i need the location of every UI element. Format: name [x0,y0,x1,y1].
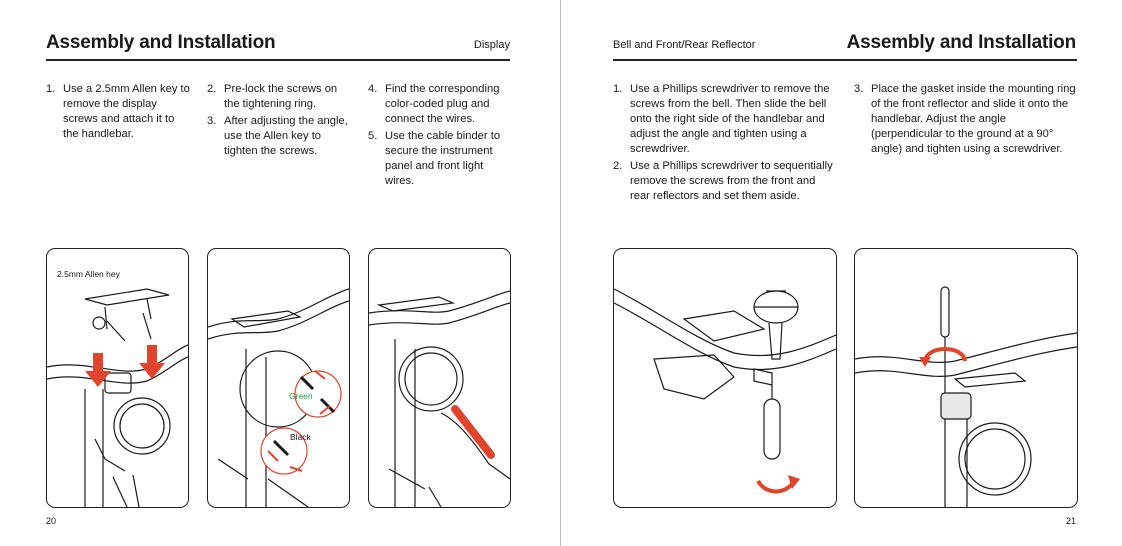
figure-plug-connection: Green Black [207,248,350,508]
step-item: 3.Place the gasket inside the mounting r… [854,83,1076,155]
step-item: 1.Use a Phillips screwdriver to remove t… [613,83,830,155]
black-wire-label: Black [290,432,311,442]
figure-cable-binder [368,248,511,508]
right-section-label: Bell and Front/Rear Reflector [613,39,756,51]
left-section-label: Display [473,39,510,51]
left-column-1: 1.Use a 2.5mm Allen key to remove the di… [46,82,192,144]
left-column-3: 4.Find the corresponding color-coded plu… [368,82,514,191]
right-page-number: 21 [1065,516,1076,526]
figure-reflector-install [854,248,1078,508]
direction-arrow-icon [314,370,331,415]
right-title-rule [613,59,1077,61]
step-item: 4.Find the corresponding color-coded plu… [368,83,500,125]
direction-arrow-icon [267,450,303,472]
left-page-title: Assembly and Installation [46,32,276,53]
step-item: 2.Pre-lock the screws on the tightening … [207,83,338,110]
allen-key-caption: 2.5mm Allen hey [57,269,120,279]
right-page: Bell and Front/Rear Reflector Assembly a… [562,0,1122,546]
left-page-number: 20 [46,516,57,526]
left-page: Assembly and Installation Display 1.Use … [0,0,560,546]
figure-display-removal: 2.5mm Allen hey [46,248,189,508]
down-arrow-icon [139,345,165,379]
page-spine [560,0,561,546]
left-column-2: 2.Pre-lock the screws on the tightening … [207,82,353,161]
right-column-2: 3.Place the gasket inside the mounting r… [854,82,1080,159]
left-title-rule [46,59,510,61]
step-item: 5.Use the cable binder to secure the ins… [368,130,501,187]
right-column-1: 1.Use a Phillips screwdriver to remove t… [613,82,833,206]
figure-bell-install [613,248,837,508]
right-page-title: Assembly and Installation [846,32,1077,53]
display-removal-illustration [47,288,188,507]
cable-wrap-icon [451,405,495,459]
step-item: 3.After adjusting the angle, use the All… [207,115,348,157]
rotate-arrow-icon [756,479,796,494]
green-wire-label: Green [289,391,313,401]
down-arrow-icon [85,353,111,387]
step-item: 2.Use a Phillips screwdriver to sequenti… [613,160,833,202]
step-item: 1.Use a 2.5mm Allen key to remove the di… [46,83,190,140]
